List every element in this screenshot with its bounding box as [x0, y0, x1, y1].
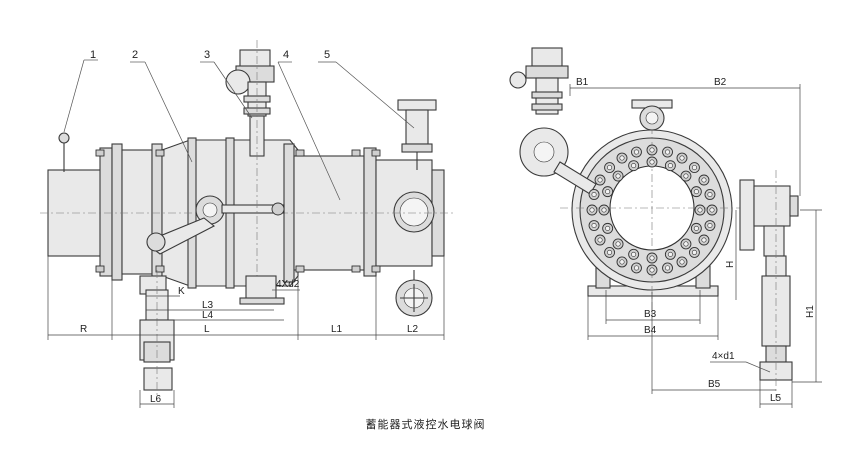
dim-L1: L1 [331, 324, 343, 335]
dim-L2: L2 [407, 324, 419, 335]
part-number-1: 1 [90, 49, 96, 61]
dim-L4: L4 [202, 310, 214, 321]
dim-d1: 4×d1 [712, 351, 735, 362]
dim-K: K [178, 286, 185, 297]
labels: 1 2 3 4 5 R L L1 L2 L3 L4 K L6 4Xd2 B1 B… [80, 49, 816, 405]
part-number-3: 3 [204, 49, 210, 61]
side-view [40, 40, 455, 408]
dim-L6: L6 [150, 394, 162, 405]
dim-L3: L3 [202, 300, 214, 311]
dim-B1: B1 [576, 77, 589, 88]
dim-B2: B2 [714, 77, 727, 88]
dim-L5: L5 [770, 393, 782, 404]
dim-L: L [204, 324, 210, 335]
dim-d2: 4Xd2 [276, 279, 300, 290]
dim-B5: B5 [708, 379, 721, 390]
dim-H: H [725, 261, 736, 268]
dim-R: R [80, 324, 87, 335]
dim-H1: H1 [805, 305, 816, 318]
figure-caption: 蓄能器式液控水电球阀 [365, 418, 486, 431]
dim-B4: B4 [644, 325, 657, 336]
part-number-4: 4 [283, 49, 289, 61]
dim-B3: B3 [644, 309, 657, 320]
front-view [509, 47, 822, 408]
part-number-2: 2 [132, 49, 138, 61]
part-number-5: 5 [324, 49, 330, 61]
